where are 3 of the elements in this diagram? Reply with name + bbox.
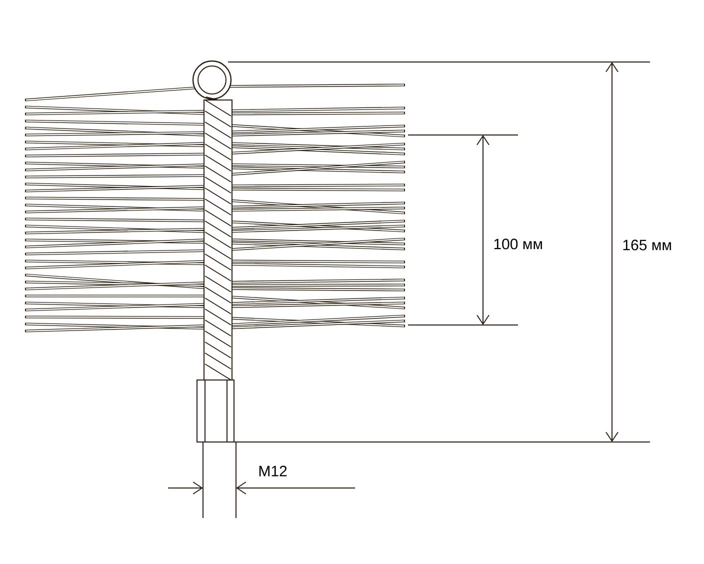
dimension-label: M12 <box>259 466 287 476</box>
dimension-label: 165 мм <box>623 240 671 250</box>
dimension-label: 100 мм <box>494 238 542 250</box>
